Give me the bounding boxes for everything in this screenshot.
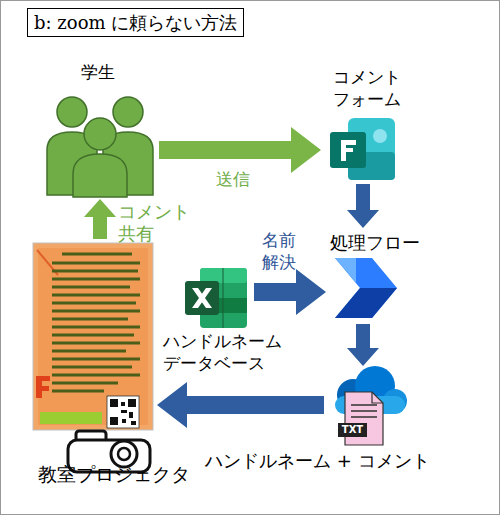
projector-lens-inner <box>118 448 130 460</box>
file-node: ハンドルネーム + コメント <box>328 370 403 445</box>
person-head <box>113 97 143 127</box>
screen-red-mark <box>36 376 50 398</box>
flow-arrow <box>157 382 324 428</box>
students-node: 学生 <box>40 95 155 195</box>
txt-file-fold <box>372 392 383 403</box>
node-label: コメント フォーム <box>333 66 413 110</box>
screen-comment-lines <box>52 254 140 391</box>
onedrive-file-icon <box>335 366 407 445</box>
flow-chevron-dark <box>335 288 397 318</box>
edge-label: 送信 <box>216 168 276 190</box>
screen-frame <box>33 243 153 430</box>
forms-dot <box>373 129 387 143</box>
person-body <box>73 154 127 197</box>
file-type-label: TXT <box>338 423 367 437</box>
person-head <box>84 118 116 150</box>
txt-file-sheet <box>345 392 383 445</box>
flow-arrow <box>84 199 116 239</box>
students-icon <box>47 97 153 197</box>
excel-cross-shape <box>192 288 212 308</box>
node-label: 学生 <box>40 61 155 83</box>
form-node: コメント フォーム <box>325 68 405 180</box>
flow-node: 処理フロー <box>330 232 400 320</box>
flow-icon <box>335 258 397 318</box>
node-label: ハンドルネーム データベース <box>163 330 293 374</box>
edge-label: 名前 解決 <box>262 229 302 273</box>
flow-chevron-light <box>335 258 356 283</box>
excel-front <box>185 281 219 315</box>
flow-arrow <box>347 324 379 366</box>
node-label: 処理フロー <box>330 232 450 254</box>
txt-file-lines <box>351 405 377 417</box>
forms-icon <box>330 118 395 180</box>
qr-code <box>107 396 139 428</box>
forms-letter-shape <box>341 140 356 161</box>
diagram-title: b: zoom に頼らない方法 <box>27 8 244 37</box>
flow-chevron <box>335 258 397 318</box>
forms-front <box>330 132 366 168</box>
excel-grid <box>223 268 224 328</box>
screen-green-bar <box>40 412 102 424</box>
edge-label: コメント 共有 <box>118 201 198 245</box>
node-label: 教室プロジェクタ <box>38 463 258 485</box>
person-head <box>57 97 87 127</box>
database-node: ハンドルネーム データベース <box>185 268 250 330</box>
projected-screen <box>33 243 153 430</box>
qr-pattern <box>110 399 136 425</box>
excel-icon <box>185 268 247 328</box>
node-label: ハンドルネーム + コメント <box>205 450 495 472</box>
flow-arrow <box>254 269 326 315</box>
txt-banner <box>338 423 367 437</box>
flow-arrow <box>347 184 379 228</box>
flow-arrow <box>159 127 321 173</box>
projector-node: 教室プロジェクタ <box>33 243 153 475</box>
